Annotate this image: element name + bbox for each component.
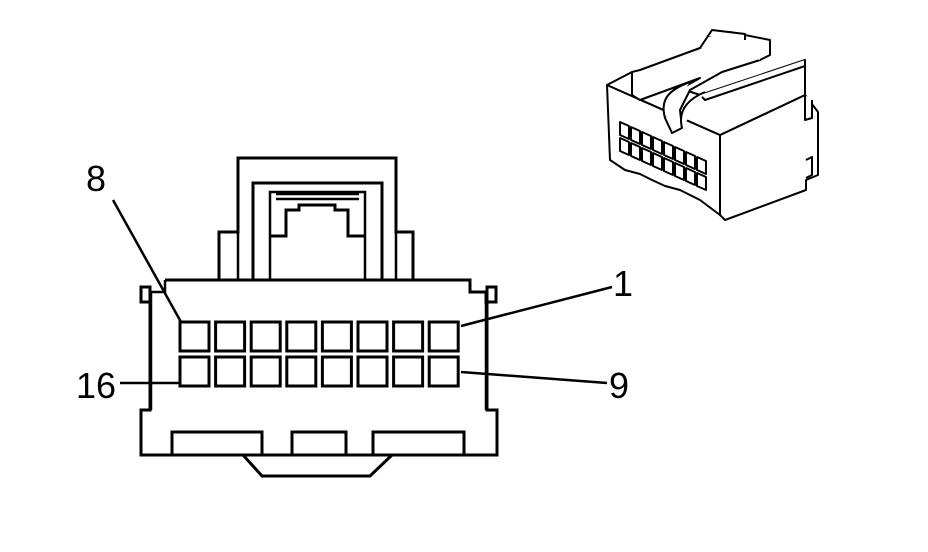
iso-cavity [652,136,663,155]
latch-tab [270,203,365,238]
terminal-cavity [178,355,211,388]
latch-tab-top [276,192,359,201]
latch-window [251,181,384,280]
pin-label-9: 9 [609,365,629,406]
pin-label-8: 8 [86,158,106,199]
iso-cavity [696,172,707,191]
leader-line-9 [460,370,608,385]
leader-line-1 [460,285,613,328]
connector-body-outline [139,278,499,457]
iso-cavity [630,142,641,161]
iso-latch-top [707,29,746,40]
terminal-cavity [285,355,318,388]
bottom-key-right [371,430,466,455]
iso-latch-rib [699,31,771,61]
bottom-foot [241,453,394,478]
terminal-cavity [249,320,282,353]
terminal-cavity [214,355,247,388]
iso-cavity [619,121,630,140]
terminal-cavities [178,320,460,388]
iso-cavity [641,147,652,166]
terminal-cavity [285,320,318,353]
iso-cavity [685,167,696,186]
terminal-cavity [320,355,353,388]
terminal-cavity [178,320,211,353]
terminal-cavity [392,320,425,353]
terminal-cavity [427,320,460,353]
terminal-cavity [427,355,460,388]
iso-cavity [641,131,652,150]
connector-isometric-view [606,29,819,221]
iso-cavity-grid [619,121,707,191]
leader-line-8 [111,199,183,323]
iso-cavity [685,151,696,170]
latch-tower-outline [217,156,415,280]
iso-cavity [696,156,707,175]
pin-label-16: 16 [76,365,116,406]
iso-cavity [630,126,641,145]
bottom-key-left [170,430,264,455]
connector-face-view: 8 1 16 9 [76,156,633,478]
body-left-edge [149,280,167,302]
terminal-cavity [356,320,389,353]
iso-cavity [619,137,630,156]
iso-latch-curve [662,81,691,119]
iso-cavity [663,141,674,160]
iso-cavity [674,146,685,165]
iso-side-notch [804,95,813,121]
iso-cavity [674,162,685,181]
terminal-cavity [392,355,425,388]
bottom-key-middle [290,430,348,455]
iso-cavity [663,157,674,176]
iso-latch-curve-2 [680,91,706,129]
terminal-cavity [214,320,247,353]
terminal-cavity [249,355,282,388]
pin-label-1: 1 [613,263,633,304]
iso-cavity [652,152,663,171]
terminal-cavity [356,355,389,388]
terminal-cavity [320,320,353,353]
latch-tower-inner [236,232,398,280]
iso-side-tab [805,156,813,179]
iso-right-ridge [699,60,806,101]
